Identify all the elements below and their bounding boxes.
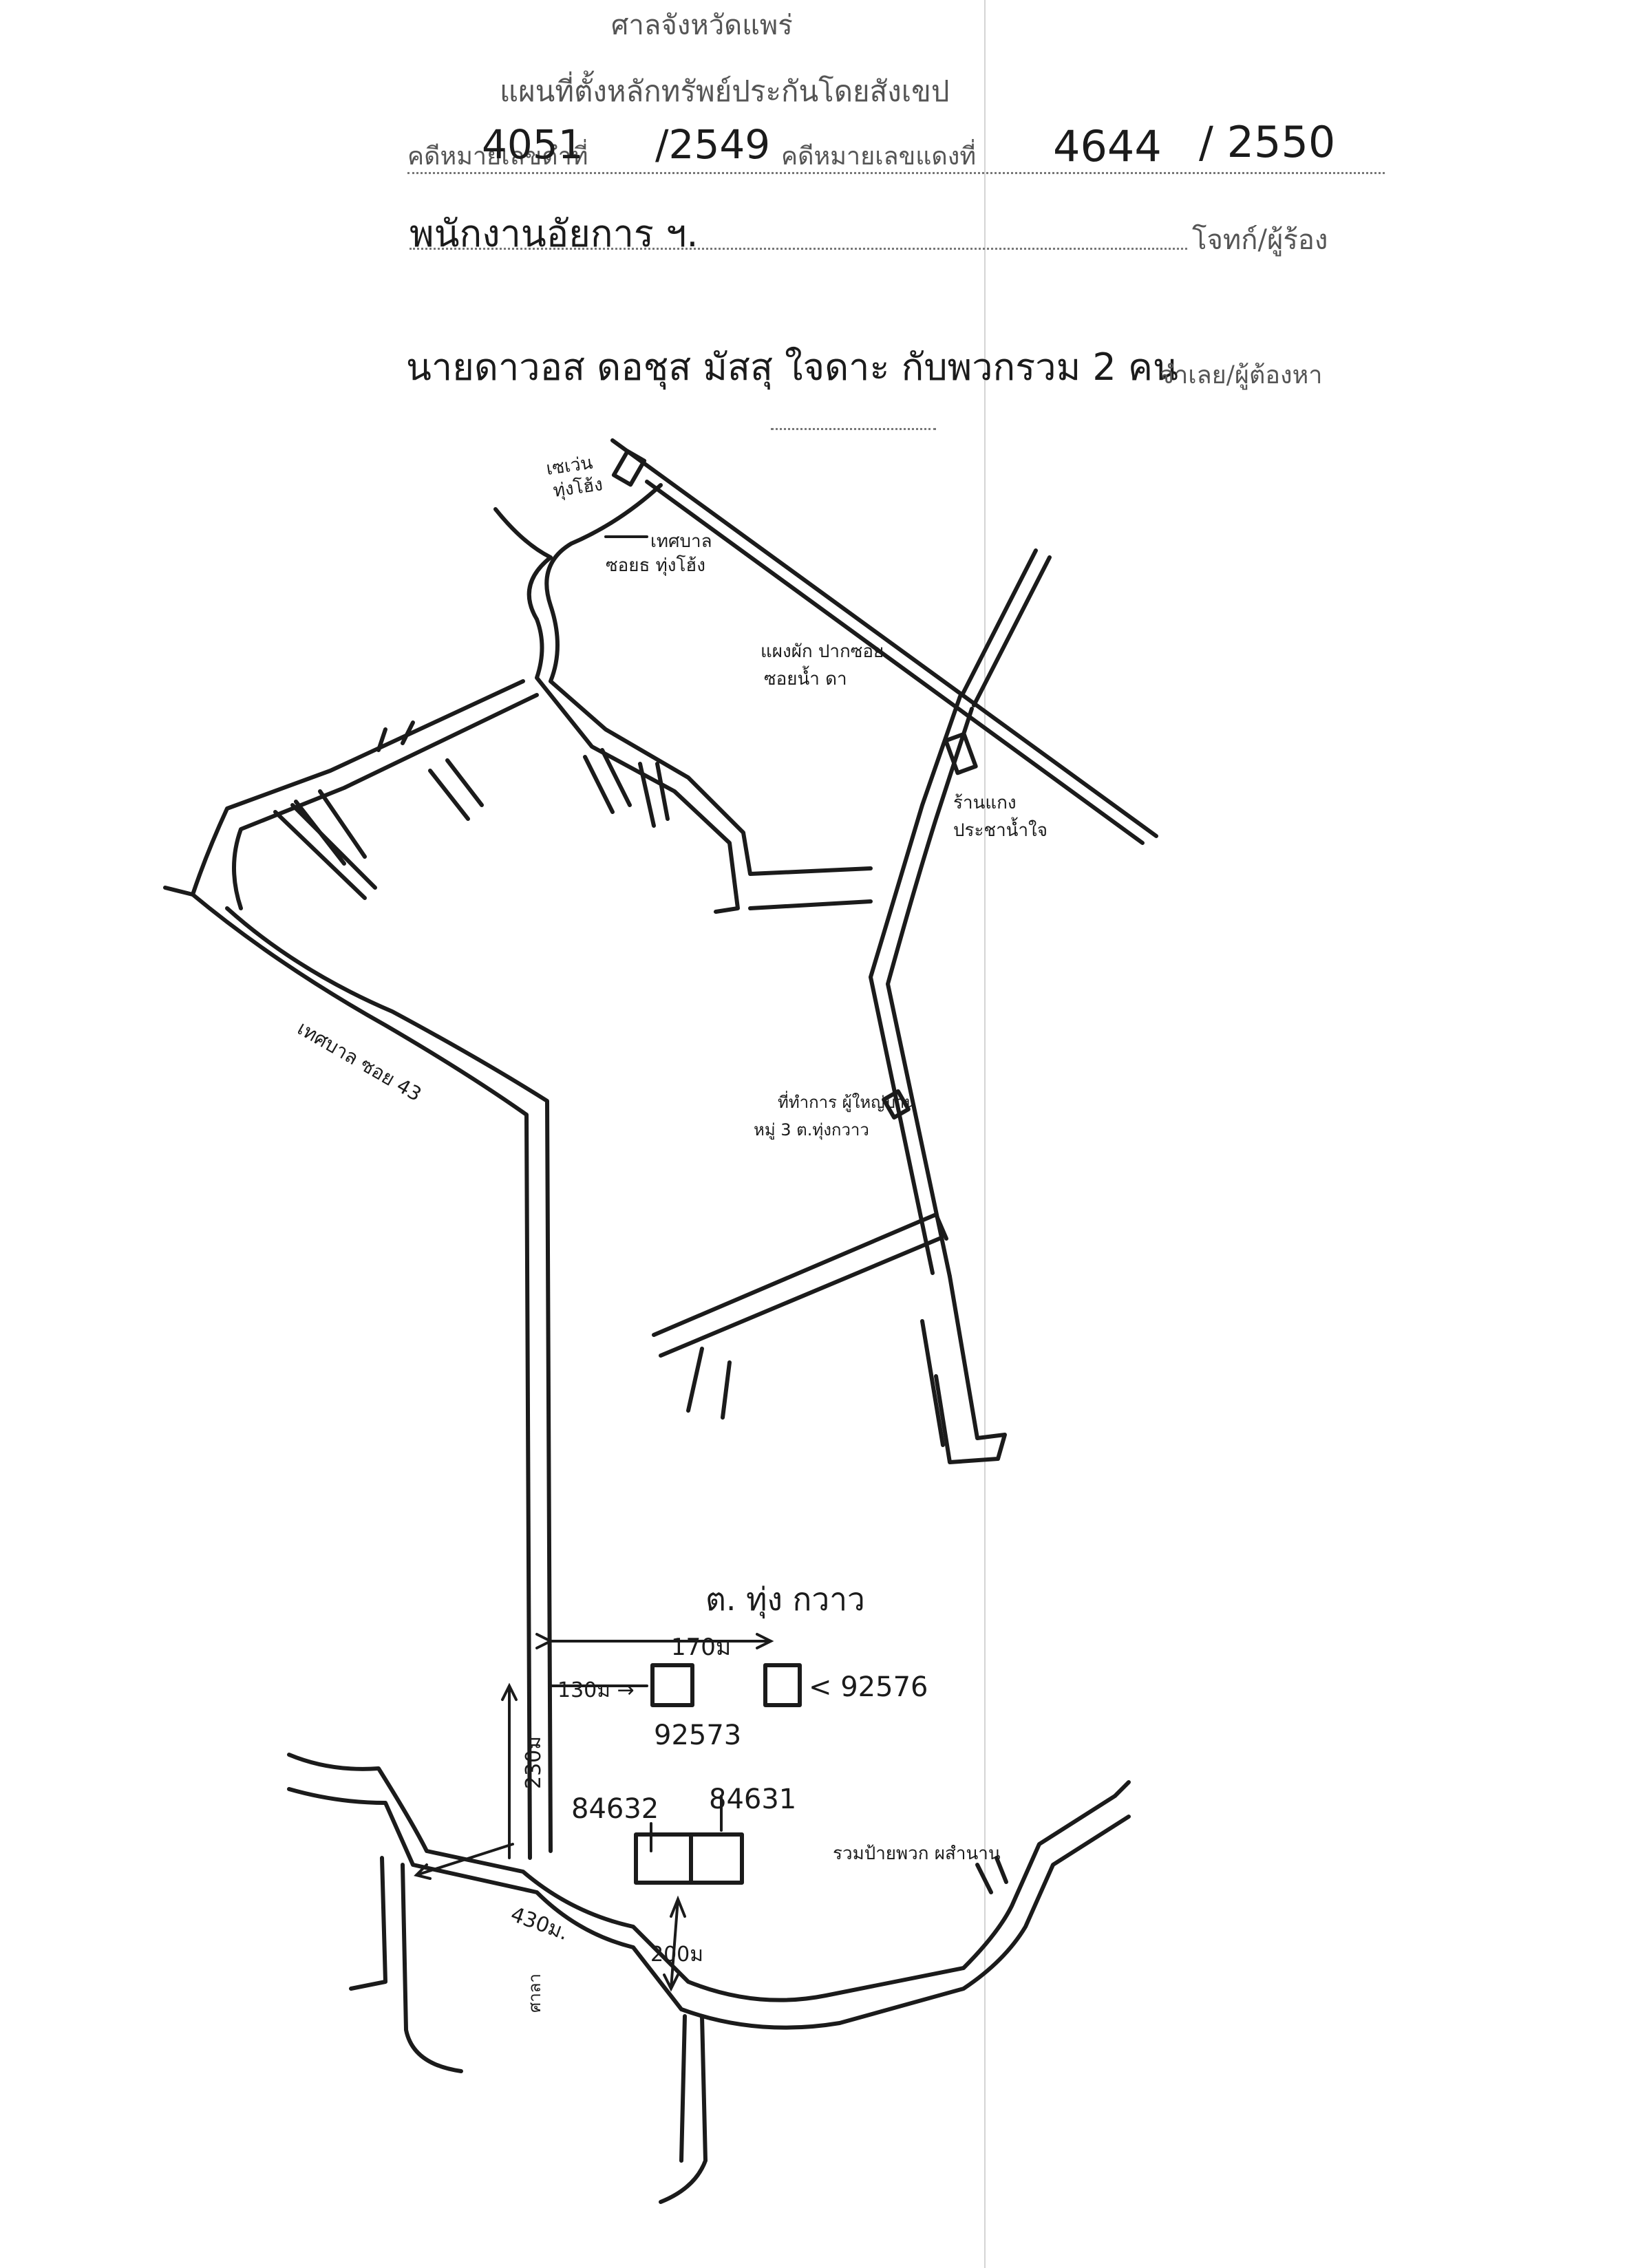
west-road-to-soi43-a — [191, 892, 532, 1860]
nw-road-b — [493, 507, 740, 914]
west-road-to-soi43-b — [225, 906, 553, 1853]
red-case-number: 4644 — [1053, 121, 1162, 171]
label-seven-line1: เซเว่น — [545, 453, 595, 480]
fold-line — [984, 0, 986, 2268]
label-430m: 430ม. — [507, 1903, 571, 1946]
black-case-label: คดีหมายเลขดำที่ — [407, 142, 588, 171]
main-road-bottom — [645, 480, 1145, 845]
arrow-230m — [501, 1682, 518, 1859]
side-street-4 — [428, 758, 484, 821]
parcel-92573-box — [650, 1663, 694, 1707]
west-road-outer — [163, 679, 525, 897]
side-street-3 — [273, 803, 377, 900]
arrow-170m — [535, 1633, 774, 1649]
side-street-5 — [583, 748, 632, 814]
label-parcel-84632: 84632 — [571, 1793, 659, 1825]
west-road-inner — [232, 693, 539, 910]
label-farm: รวมป้ายพวก ผสำนาน — [833, 1843, 1001, 1864]
east-road-left — [869, 694, 962, 1275]
form-title: แผนที่ตั้งหลักทรัพย์ประกันโดยสังเขป — [500, 74, 950, 108]
defendant-name: นายดาวอส ดอชุส มัสสุ ใจดาะ กับพวกรวม 2 ค… — [406, 345, 1178, 389]
defendant-dotted-line — [771, 428, 936, 430]
parcel-84631-box — [689, 1832, 744, 1885]
bottom-road-b — [287, 1787, 1131, 2030]
side-street-6 — [638, 762, 670, 828]
building-shop — [944, 731, 978, 775]
label-130m: 130ม → — [557, 1678, 635, 1702]
east-road-right — [886, 707, 974, 1279]
red-case-label: คดีหมายเลขแดงที่ — [781, 142, 977, 171]
label-parcel-92573: 92573 — [654, 1720, 741, 1751]
label-parcel-84631: 84631 — [709, 1784, 796, 1815]
crossing-road-right — [972, 555, 1052, 707]
bottom-road-a — [287, 1753, 1131, 2002]
label-shrine-line1: แผงผัก ปากซอย — [761, 641, 884, 662]
se-road-d — [934, 1274, 1007, 1464]
label-subdistrict: ต. ทุ่ง กวาว — [705, 1581, 865, 1619]
se-road-b — [659, 1237, 942, 1358]
black-case-number: 4051 — [482, 121, 584, 168]
bottom-road-right-branch — [975, 1856, 1008, 1894]
label-soi43: เทศบาล ซอย 43 — [294, 1016, 426, 1106]
bottom-south-branch — [659, 2014, 708, 2204]
side-street-1 — [376, 720, 415, 752]
black-case-year: /2549 — [655, 121, 771, 168]
building-village-office — [882, 1089, 911, 1120]
parcel-84632-box — [634, 1832, 693, 1885]
nw-road-c — [748, 899, 873, 910]
court-name: ศาลจังหวัดแพร่ — [611, 10, 793, 41]
main-road-top — [610, 438, 1158, 838]
bottom-south-road-b — [401, 1863, 463, 2073]
label-shrine-line2: ซอยน้ำ ดา — [764, 665, 847, 689]
se-road-a — [652, 1212, 948, 1337]
label-municipal-line2: ซอยธ ทุ่งโฮ้ง — [606, 555, 705, 576]
label-sala: ศาลา — [525, 1973, 544, 2013]
label-village-line2: หมู่ 3 ต.ทุ่งกวาว — [754, 1120, 869, 1140]
parcel-92576-box — [763, 1663, 802, 1707]
nw-road-a — [544, 483, 873, 876]
arrow-to-junction — [414, 1843, 514, 1880]
label-municipal-line1: เทศบาล — [650, 531, 712, 552]
red-case-year: / 2550 — [1199, 117, 1336, 167]
label-shop-line1: ร้านแกง — [953, 793, 1017, 813]
label-200m: 200ม — [650, 1943, 703, 1967]
se-road-e — [920, 1319, 945, 1447]
se-road-c — [686, 1347, 732, 1420]
label-parcel-92576: < 92576 — [809, 1671, 928, 1703]
label-village-line1: ที่ทำการ ผู้ใหญ่บ้าน — [778, 1091, 916, 1113]
label-shop-line2: ประชาน้ำใจ — [953, 817, 1048, 841]
label-230m: 230ม — [522, 1736, 546, 1789]
defendant-role: จำเลย/ผู้ต้องหา — [1160, 361, 1323, 389]
plaintiff-dotted-line — [410, 248, 1187, 250]
crossing-road-left — [960, 548, 1038, 697]
plaintiff-role: โจทก์/ผู้ร้อง — [1192, 224, 1328, 256]
case-number-dotted-line — [407, 172, 1385, 174]
label-170m: 170ม — [671, 1634, 731, 1661]
building-seven — [611, 449, 647, 487]
bottom-south-road-a — [349, 1856, 387, 1991]
arrow-200m — [663, 1895, 686, 1992]
